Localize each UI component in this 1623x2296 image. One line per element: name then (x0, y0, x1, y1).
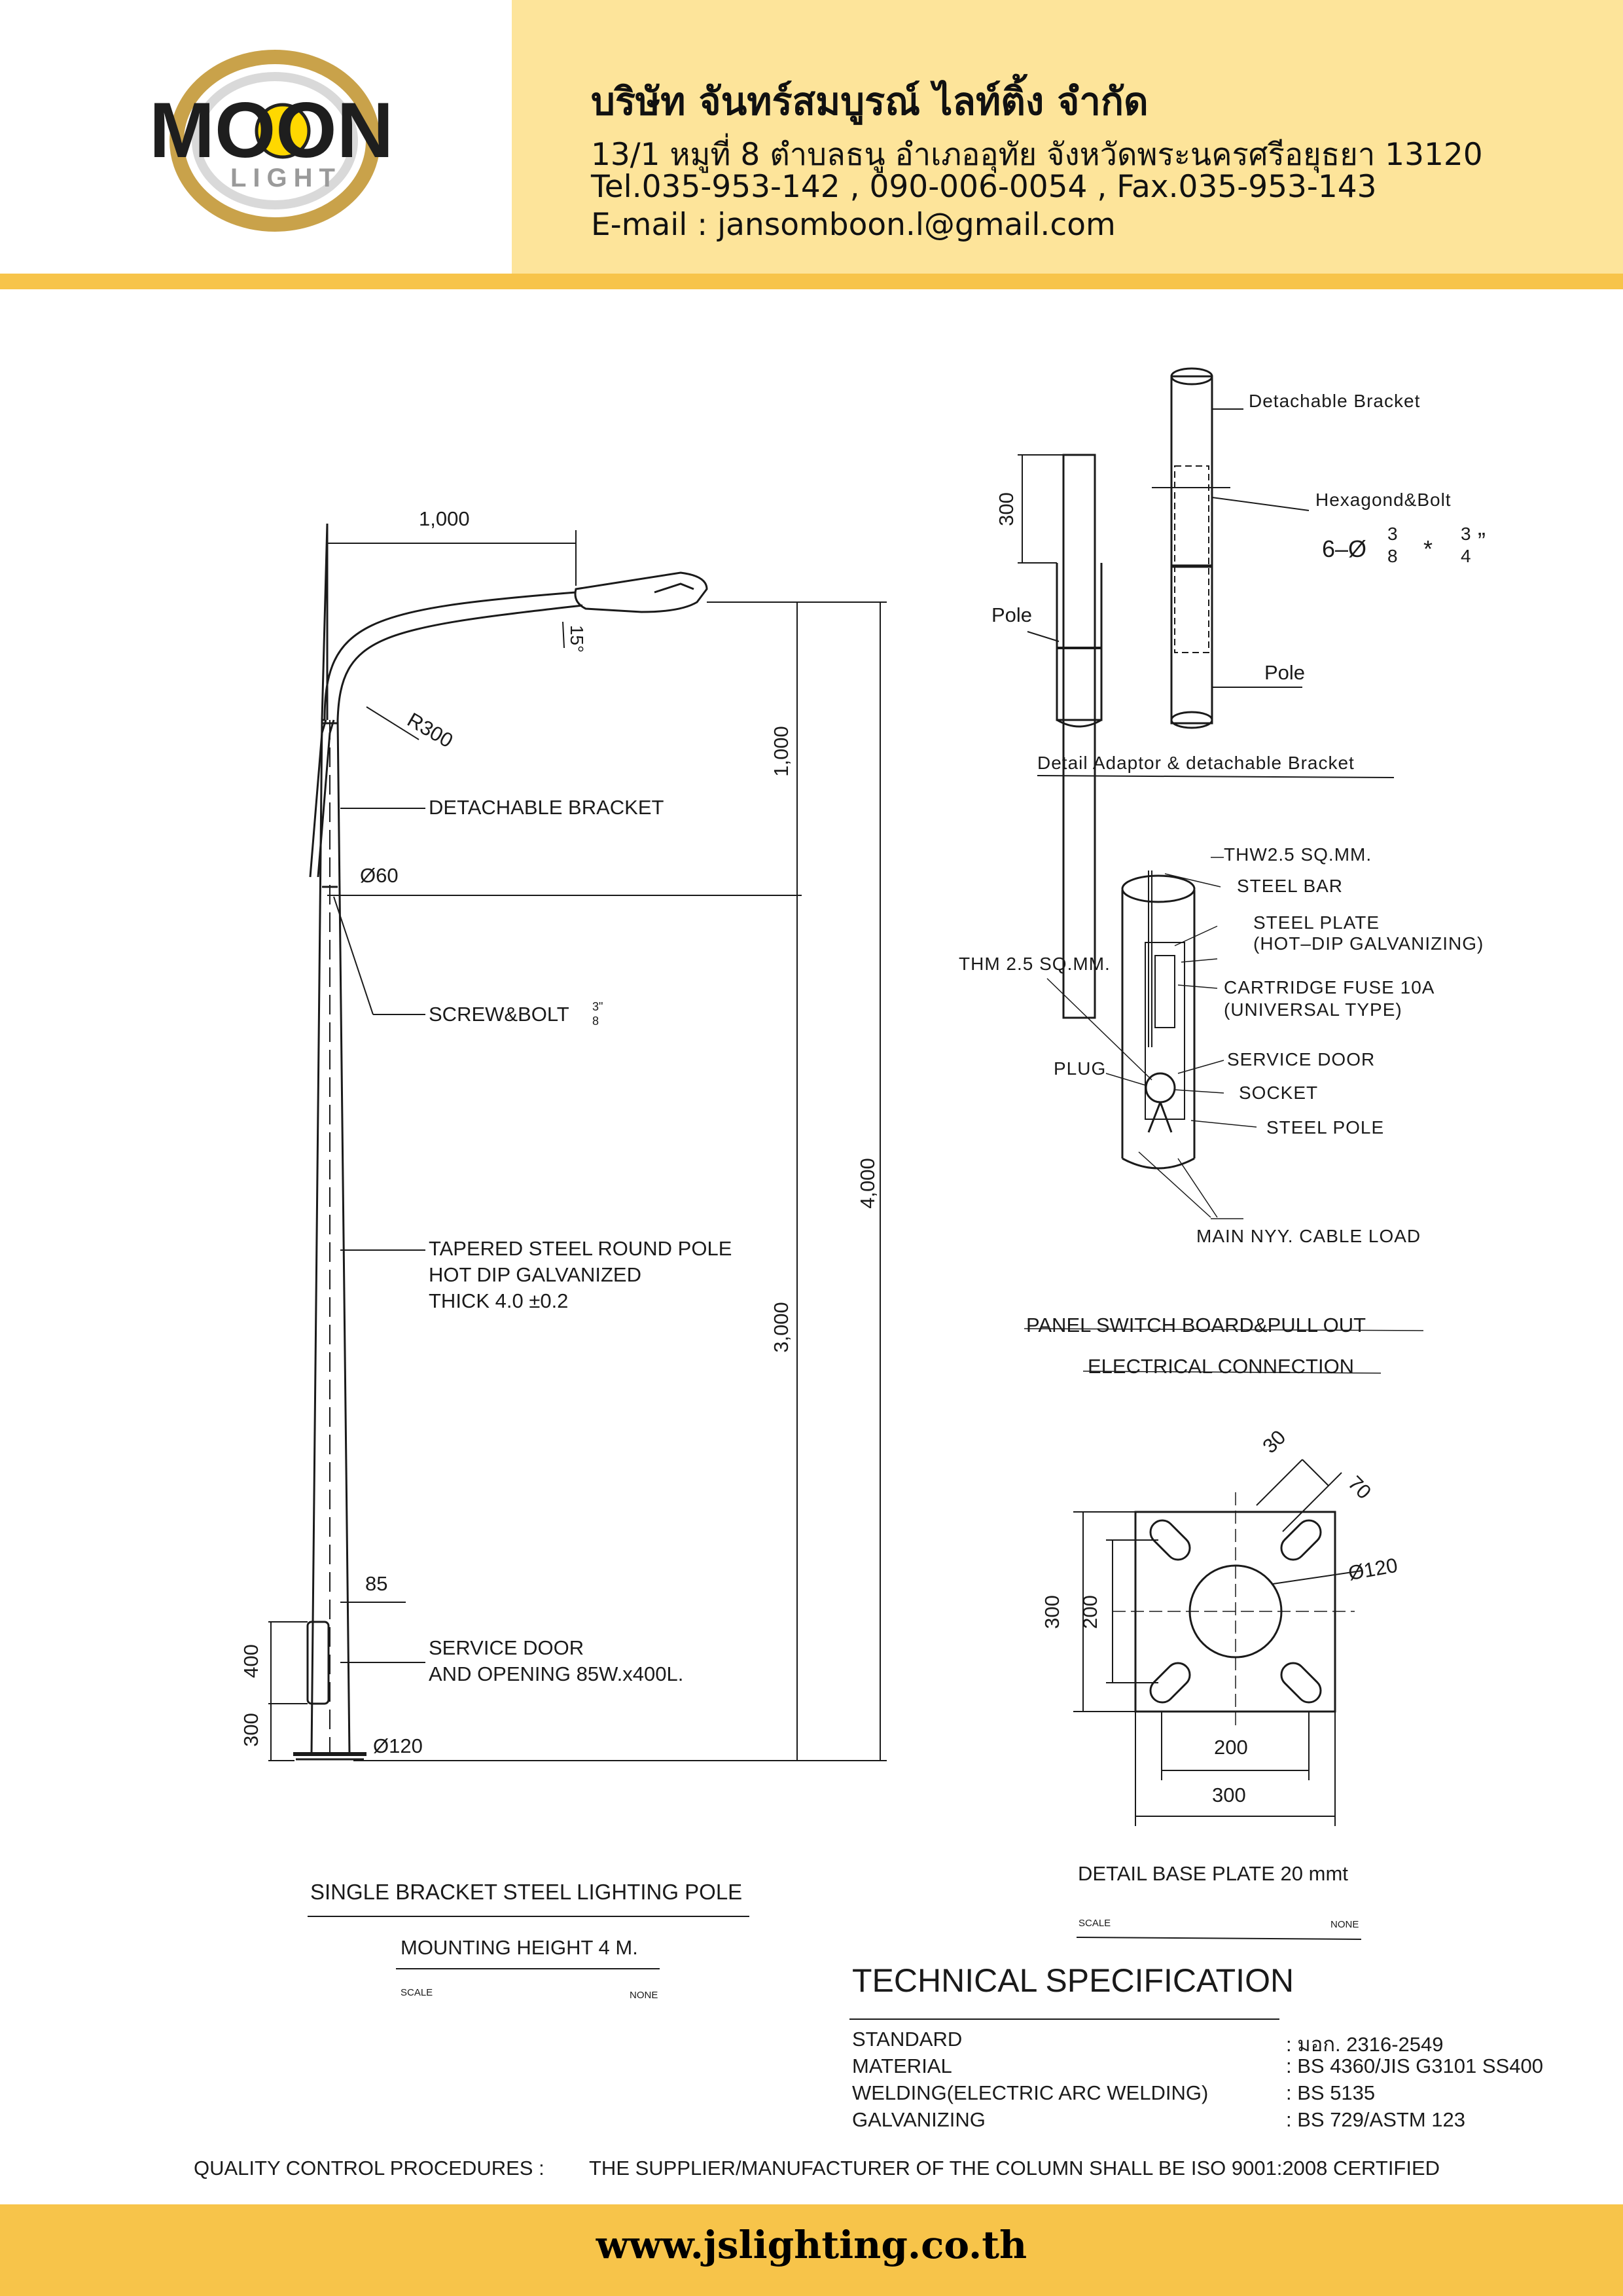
pole-dim-85: 85 (365, 1572, 388, 1595)
pole-angle: 15° (567, 624, 588, 653)
pole-dim-3000: 3,000 (769, 1302, 793, 1353)
spec-label-standard: STANDARD (852, 2028, 963, 2051)
panel-thm: THM 2.5 SQ.MM. (959, 954, 1111, 974)
base-caption: DETAIL BASE PLATE 20 mmt (1078, 1862, 1348, 1885)
adaptor-hexagon-bolt: Hexagond&Bolt (1315, 490, 1452, 510)
pole-subtitle: MOUNTING HEIGHT 4 M. (401, 1936, 638, 1959)
company-name: บริษัท จันทร์สมบูรณ์ ไลท์ติ้ง จำกัด (591, 79, 1149, 124)
adaptor-dim-300: 300 (994, 492, 1018, 526)
lighting-pole (293, 523, 708, 1761)
adaptor-caption: Detail Adaptor & detachable Bracket (1037, 753, 1355, 773)
adaptor-detachable-bracket: Detachable Bracket (1249, 391, 1421, 411)
base-scale-label: SCALE (1079, 1918, 1111, 1929)
bolt-frac1-den: 8 (1387, 546, 1398, 566)
spec-label-galvanizing: GALVANIZING (852, 2108, 986, 2131)
header-band (0, 274, 1623, 289)
spec-value-material: : BS 4360/JIS G3101 SS400 (1286, 2054, 1543, 2077)
screw-bolt-label: SCREW&BOLT (429, 1003, 569, 1026)
base-plate-diagram (1073, 1459, 1362, 1940)
company-email: E-mail : jansomboon.l@gmail.com (591, 207, 1116, 243)
base-dim-300-h: 300 (1212, 1784, 1246, 1806)
spec-label-material: MATERIAL (852, 2054, 952, 2077)
panel-plug: PLUG (1054, 1058, 1107, 1079)
adaptor-diagram (1018, 367, 1395, 1019)
logo-subtext: LIGHT (230, 164, 342, 192)
bolt-spec-prefix: 6–Ø (1322, 535, 1367, 562)
bolt-frac2-den: 4 (1461, 546, 1471, 566)
panel-caption-1: PANEL SWITCH BOARD&PULL OUT (1026, 1314, 1366, 1336)
pole-dim-1000-v: 1,000 (769, 726, 793, 777)
header-logo-panel: MOON LIGHT (0, 0, 512, 274)
panel-switch-diagram (1024, 857, 1424, 1374)
panel-fuse-2: (UNIVERSAL TYPE) (1224, 999, 1402, 1020)
adaptor-pole-right: Pole (1264, 661, 1306, 684)
spec-title: TECHNICAL SPECIFICATION (852, 1962, 1294, 1999)
bolt-frac1-num: 3 (1387, 524, 1398, 544)
pole-diameter-base: Ø120 (373, 1734, 423, 1757)
spec-label-welding: WELDING(ELECTRIC ARC WELDING) (852, 2081, 1209, 2104)
screw-frac-num: 3" (592, 1000, 603, 1013)
base-dim-200-h: 200 (1214, 1736, 1248, 1759)
pole-desc-2: HOT DIP GALVANIZED (429, 1263, 642, 1286)
spec-value-standard: : มอก. 2316-2549 (1286, 2033, 1444, 2056)
base-dim-300-v: 300 (1040, 1595, 1063, 1629)
panel-steel-pole: STEEL POLE (1266, 1117, 1385, 1138)
panel-thw: THW2.5 SQ.MM. (1224, 844, 1372, 865)
panel-steel-plate-2: (HOT–DIP GALVANIZING) (1253, 933, 1484, 954)
logo-wordmark: MOON (149, 86, 393, 174)
qc-label: QUALITY CONTROL PROCEDURES : (194, 2157, 544, 2179)
pole-dim-top: 1,000 (419, 507, 470, 530)
bolt-inch: ” (1478, 528, 1486, 554)
panel-socket: SOCKET (1239, 1083, 1319, 1103)
pole-dim-4000: 4,000 (855, 1158, 879, 1209)
base-scale-value: NONE (1330, 1919, 1359, 1930)
website-link[interactable]: www.jslighting.co.th (596, 2223, 1027, 2267)
pole-diameter-top: Ø60 (360, 864, 399, 887)
bolt-frac2-num: 3 (1461, 524, 1471, 544)
panel-steel-bar: STEEL BAR (1237, 876, 1344, 896)
panel-service-door: SERVICE DOOR (1227, 1049, 1376, 1069)
footer-band (0, 2204, 1623, 2296)
company-phone: Tel.035-953-142 , 090-006-0054 , Fax.035… (591, 169, 1377, 205)
spec-value-welding: : BS 5135 (1286, 2081, 1376, 2104)
panel-caption-2: ELECTRICAL CONNECTION (1088, 1355, 1355, 1378)
pole-title: SINGLE BRACKET STEEL LIGHTING POLE (310, 1880, 743, 1904)
base-dim-200-v: 200 (1078, 1595, 1101, 1629)
panel-steel-plate-1: STEEL PLATE (1253, 912, 1380, 933)
panel-fuse-1: CARTRIDGE FUSE 10A (1224, 977, 1435, 997)
service-door-label-1: SERVICE DOOR (429, 1636, 584, 1659)
caption-underlines (308, 1916, 1279, 2020)
pole-dimension-lines (268, 530, 887, 1761)
header-info-panel (512, 0, 1623, 274)
panel-main-cable: MAIN NYY. CABLE LOAD (1196, 1226, 1421, 1246)
pole-dim-400: 400 (239, 1644, 262, 1678)
screw-frac-den: 8 (592, 1014, 599, 1028)
company-address: 13/1 หมูที่ 8 ตำบลธนู อำเภออุทัย จังหวัด… (591, 137, 1483, 173)
pole-desc-3: THICK 4.0 ±0.2 (429, 1289, 569, 1312)
pole-scale-label: SCALE (401, 1987, 433, 1998)
spec-value-galvanizing: : BS 729/ASTM 123 (1286, 2108, 1465, 2131)
detachable-bracket-label: DETACHABLE BRACKET (429, 796, 664, 819)
service-door-label-2: AND OPENING 85W.x400L. (429, 1662, 684, 1685)
pole-dim-300: 300 (239, 1713, 262, 1747)
adaptor-pole-left: Pole (991, 603, 1033, 626)
bolt-star: * (1423, 535, 1433, 562)
company-logo: MOON LIGHT (149, 50, 393, 232)
pole-scale-value: NONE (630, 1990, 658, 2001)
pole-desc-1: TAPERED STEEL ROUND POLE (429, 1237, 732, 1260)
qc-text: THE SUPPLIER/MANUFACTURER OF THE COLUMN … (589, 2157, 1440, 2179)
